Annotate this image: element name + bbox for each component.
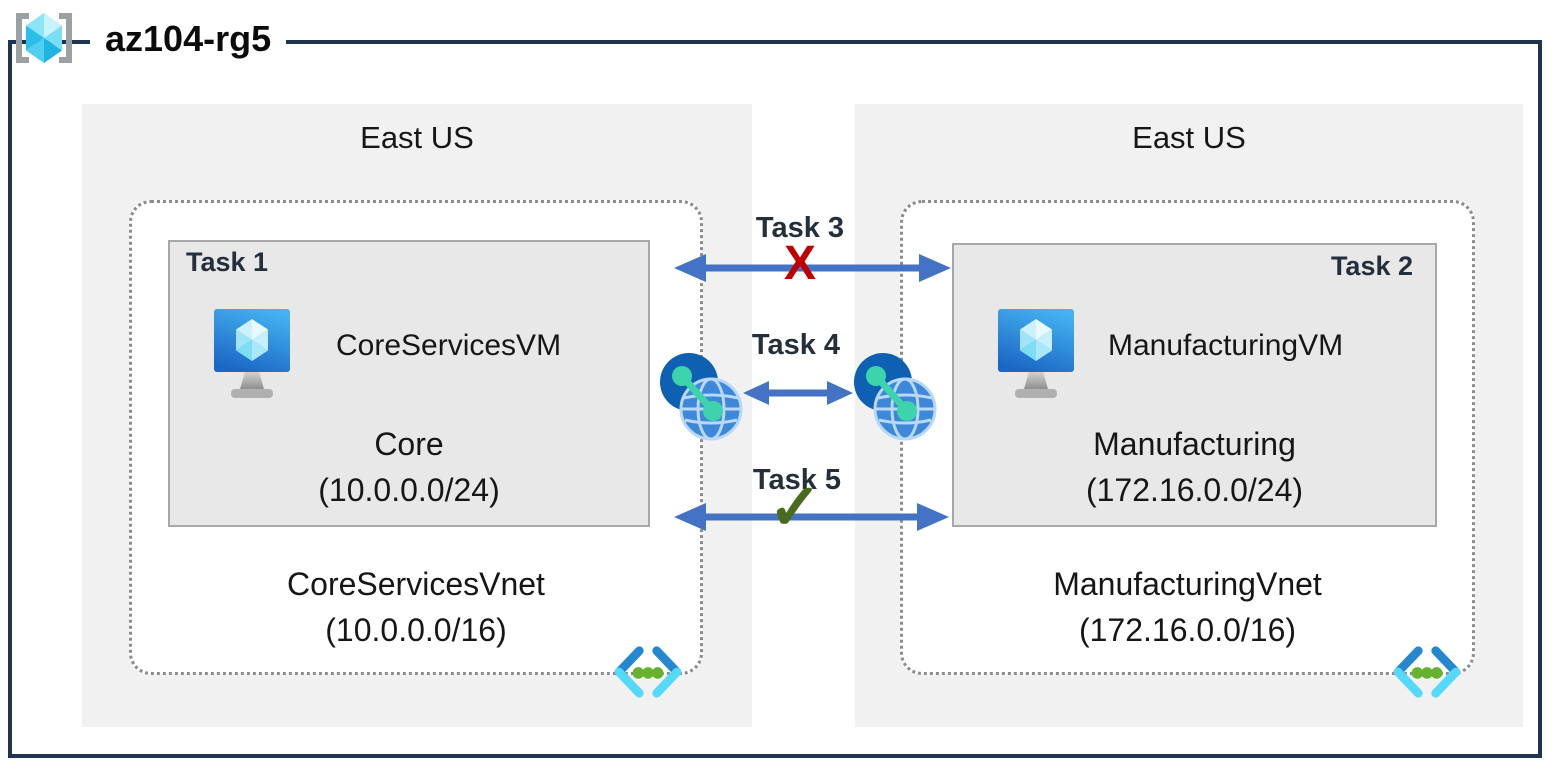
blocked-x-icon: X [783, 237, 816, 290]
subnet-label-core: Core (10.0.0.0/24) [170, 421, 648, 513]
resource-group-icon [16, 13, 72, 63]
task5-arrow [674, 503, 949, 531]
vm-name-manufacturing: ManufacturingVM [1108, 329, 1344, 362]
region-title-left: East US [360, 120, 474, 155]
task2-tag: Task 2 [1330, 251, 1413, 281]
vnet-cidr: (172.16.0.0/16) [1078, 612, 1297, 648]
subnet-cidr: (10.0.0.0/24) [318, 472, 500, 508]
task4-arrow [743, 381, 853, 405]
subnet-name: Manufacturing [1093, 426, 1296, 462]
vm-name-coreservices: CoreServicesVM [336, 329, 562, 362]
vnet-cidr: (10.0.0.0/16) [325, 612, 507, 648]
resource-group-title: az104-rg5 [90, 15, 287, 63]
resource-group-border [8, 40, 1542, 758]
vnet-name: ManufacturingVnet [1053, 566, 1322, 602]
task3-arrow [674, 254, 951, 282]
virtual-network-icon [614, 646, 682, 698]
allowed-check-icon: ✓ [768, 471, 822, 543]
task1-tag: Task 1 [186, 247, 269, 277]
vnet-peering-icon [854, 353, 937, 441]
vnet-label-coreservices: CoreServicesVnet (10.0.0.0/16) [131, 561, 701, 653]
subnet-label-manufacturing: Manufacturing (172.16.0.0/24) [954, 421, 1435, 513]
subnet-name: Core [374, 426, 444, 462]
region-title-right: East US [1132, 120, 1246, 155]
virtual-machine-icon [214, 309, 290, 398]
subnet-cidr: (172.16.0.0/24) [1085, 472, 1304, 508]
virtual-machine-icon [998, 309, 1074, 398]
virtual-network-icon [1393, 646, 1461, 698]
task4-label: Task 4 [751, 329, 841, 361]
vnet-peering-icon [660, 353, 743, 441]
task3-label: Task 3 [755, 212, 845, 244]
vnet-label-manufacturing: ManufacturingVnet (172.16.0.0/16) [902, 561, 1473, 653]
vnet-name: CoreServicesVnet [287, 566, 545, 602]
task5-label: Task 5 [752, 464, 842, 496]
